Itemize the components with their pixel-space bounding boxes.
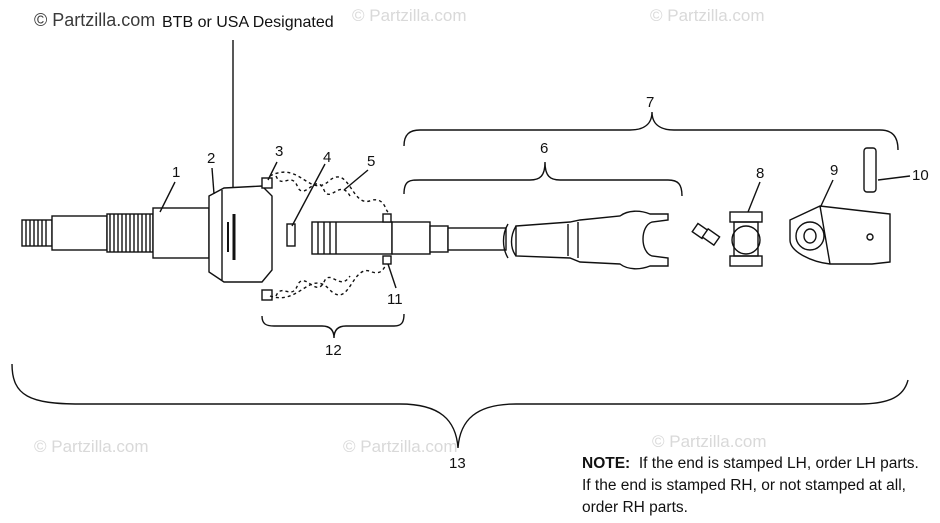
callout-3: 3	[275, 143, 284, 160]
brace-6	[403, 161, 683, 197]
note-text: If the end is stamped LH, order LH parts…	[582, 455, 919, 516]
callout-1: 1	[172, 164, 181, 181]
brace-13	[11, 363, 909, 449]
watermark: © Partzilla.com	[652, 432, 767, 451]
leader-4	[291, 163, 326, 227]
boot-clamp-inner	[382, 255, 392, 265]
brace-7	[403, 111, 899, 151]
inner-shaft	[311, 221, 507, 255]
btb-usa-label: BTB or USA Designated	[162, 14, 334, 31]
note-label: NOTE:	[582, 455, 631, 472]
callout-5: 5	[367, 153, 376, 170]
callout-10: 10	[912, 167, 929, 184]
watermark: © Partzilla.com	[343, 437, 458, 456]
callout-11: 11	[387, 291, 403, 308]
yoke-shaft	[502, 210, 669, 270]
callout-13: 13	[449, 455, 466, 472]
callout-2: 2	[207, 150, 216, 167]
boot-clamp-bottom	[261, 289, 273, 301]
note-block: NOTE: If the end is stamped LH, order LH…	[582, 453, 922, 519]
callout-4: 4	[323, 149, 332, 166]
grease-fitting	[691, 222, 721, 247]
cv-housing	[208, 185, 273, 283]
leader-10	[877, 175, 911, 181]
callout-9: 9	[830, 162, 839, 179]
callout-8: 8	[756, 165, 765, 182]
snap-ring	[286, 223, 296, 247]
callout-7: 7	[646, 94, 655, 111]
u-joint-cross	[729, 211, 763, 267]
brace-12	[261, 313, 405, 339]
leader-9	[819, 179, 834, 209]
watermark: © Partzilla.com	[352, 6, 467, 25]
callout-12: 12	[325, 342, 342, 359]
leader-5	[343, 169, 369, 191]
watermark: © Partzilla.com	[34, 437, 149, 456]
boot-outline	[269, 171, 389, 299]
leader-8	[747, 181, 761, 213]
leader-1	[159, 181, 176, 213]
roll-pin	[863, 147, 877, 193]
end-yoke	[789, 205, 891, 265]
callout-6: 6	[540, 140, 549, 157]
leader-2	[211, 167, 215, 195]
splined-stub-shaft	[106, 207, 210, 259]
boot-clamp-top	[261, 177, 273, 189]
threaded-stub	[21, 215, 108, 251]
leader-11	[387, 263, 397, 289]
watermark: © Partzilla.com	[650, 6, 765, 25]
watermark-top-left: © Partzilla.com	[34, 10, 156, 30]
boot-clamp-inner-top	[382, 213, 392, 223]
leader-3	[267, 161, 278, 181]
